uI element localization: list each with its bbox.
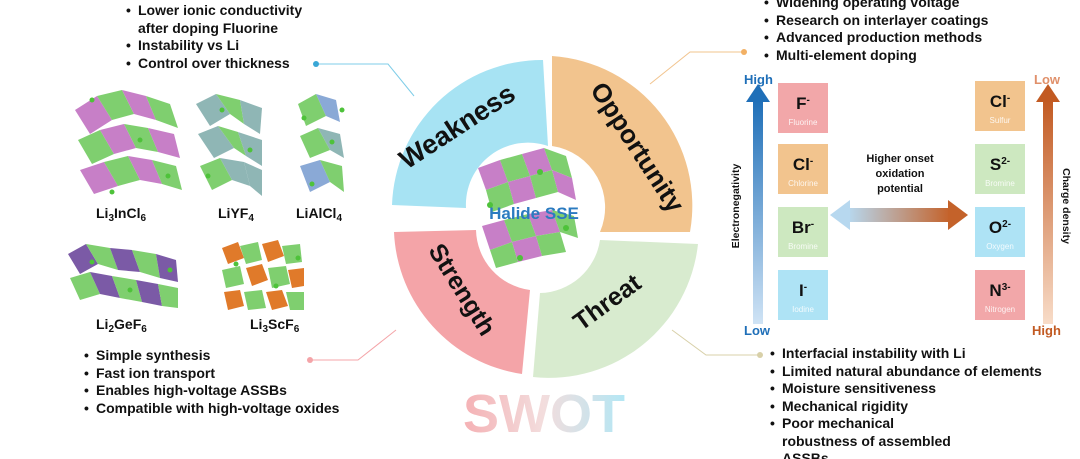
ion-box-f: F- Fluorine <box>778 83 828 133</box>
onset-double-arrow <box>830 200 968 230</box>
opportunity-leader-dot <box>741 49 747 55</box>
threat-item: Limited natural abundance of elements <box>770 363 1070 381</box>
weakness-item: Lower ionic conductivity after doping Fl… <box>126 2 336 37</box>
ion-box-o: O2- Oxygen <box>975 207 1025 257</box>
strength-segment <box>394 230 530 374</box>
threat-leader-dot <box>757 352 763 358</box>
ion-box-cl-sulfur: Cl- Sulfur <box>975 81 1025 131</box>
strength-item: Simple synthesis <box>84 347 384 365</box>
strength-item: Enables high-voltage ASSBs <box>84 382 384 400</box>
opportunity-segment <box>552 56 693 232</box>
ion-box-i: I- Iodine <box>778 270 828 320</box>
charge-density-axis-label: Charge density <box>1060 168 1072 244</box>
threat-item: Mechanical rigidity <box>770 398 1070 416</box>
structure-li3scf6-illustration <box>222 240 304 310</box>
ion-box-n: N3- Nitrogen <box>975 270 1025 320</box>
charge-density-arrow <box>1036 84 1060 324</box>
structure-li2gef6-illustration <box>68 244 178 308</box>
charge-density-high-label: High <box>1032 323 1061 338</box>
electronegativity-high-label: High <box>744 72 773 87</box>
ion-box-s: S2- Bromine <box>975 144 1025 194</box>
strength-item: Fast ion transport <box>84 365 384 383</box>
weakness-leader-line <box>316 63 415 97</box>
caption-li2gef6: Li2GeF6 <box>96 316 147 335</box>
threat-leader-line <box>671 329 760 356</box>
weakness-item: Control over thickness <box>126 55 336 73</box>
opportunity-list: Widening operating voltage Research on i… <box>764 0 1064 64</box>
weakness-segment <box>392 59 548 208</box>
ion-box-br: Br- Bromine <box>778 207 828 257</box>
caption-lialcl4: LiAlCl4 <box>296 205 343 224</box>
strength-item: Compatible with high-voltage oxides <box>84 400 384 418</box>
weakness-item: Instability vs Li <box>126 37 336 55</box>
onset-label: Higher onset oxidation potential <box>866 153 934 195</box>
threat-segment <box>533 240 698 378</box>
threat-item: Moisture sensitiveness <box>770 380 1070 398</box>
threat-item: Interfacial instability with Li <box>770 345 1070 363</box>
center-crystal-illustration <box>478 148 578 268</box>
charge-density-low-label: Low <box>1034 72 1060 87</box>
opportunity-item: Multi-element doping <box>764 47 1064 65</box>
caption-li3incl6: Li3InCl6 <box>96 205 147 224</box>
electronegativity-low-label: Low <box>744 323 770 338</box>
weakness-list: Lower ionic conductivity after doping Fl… <box>126 2 336 72</box>
caption-liyf4: LiYF4 <box>218 205 254 224</box>
structure-li3incl6-illustration <box>75 90 182 195</box>
electronegativity-axis-label: Electronegativity <box>730 163 742 249</box>
threat-item: Poor mechanical robustness of assembled … <box>770 415 952 459</box>
swot-title: SWOT <box>463 384 625 444</box>
electronegativity-arrow <box>746 84 770 324</box>
structure-liyf4-illustration <box>196 94 262 196</box>
center-label: Halide SSE <box>489 204 579 223</box>
opportunity-leader-line <box>649 51 744 85</box>
threat-list: Interfacial instability with Li Limited … <box>770 345 1070 459</box>
ion-box-cl: Cl- Chlorine <box>778 144 828 194</box>
strength-list: Simple synthesis Fast ion transport Enab… <box>84 347 384 417</box>
caption-li3scf6: Li3ScF6 <box>250 316 300 335</box>
opportunity-item: Widening operating voltage <box>764 0 1064 12</box>
opportunity-item: Research on interlayer coatings <box>764 12 1064 30</box>
structure-lialcl4-illustration <box>298 94 345 192</box>
opportunity-item: Advanced production methods <box>764 29 1064 47</box>
